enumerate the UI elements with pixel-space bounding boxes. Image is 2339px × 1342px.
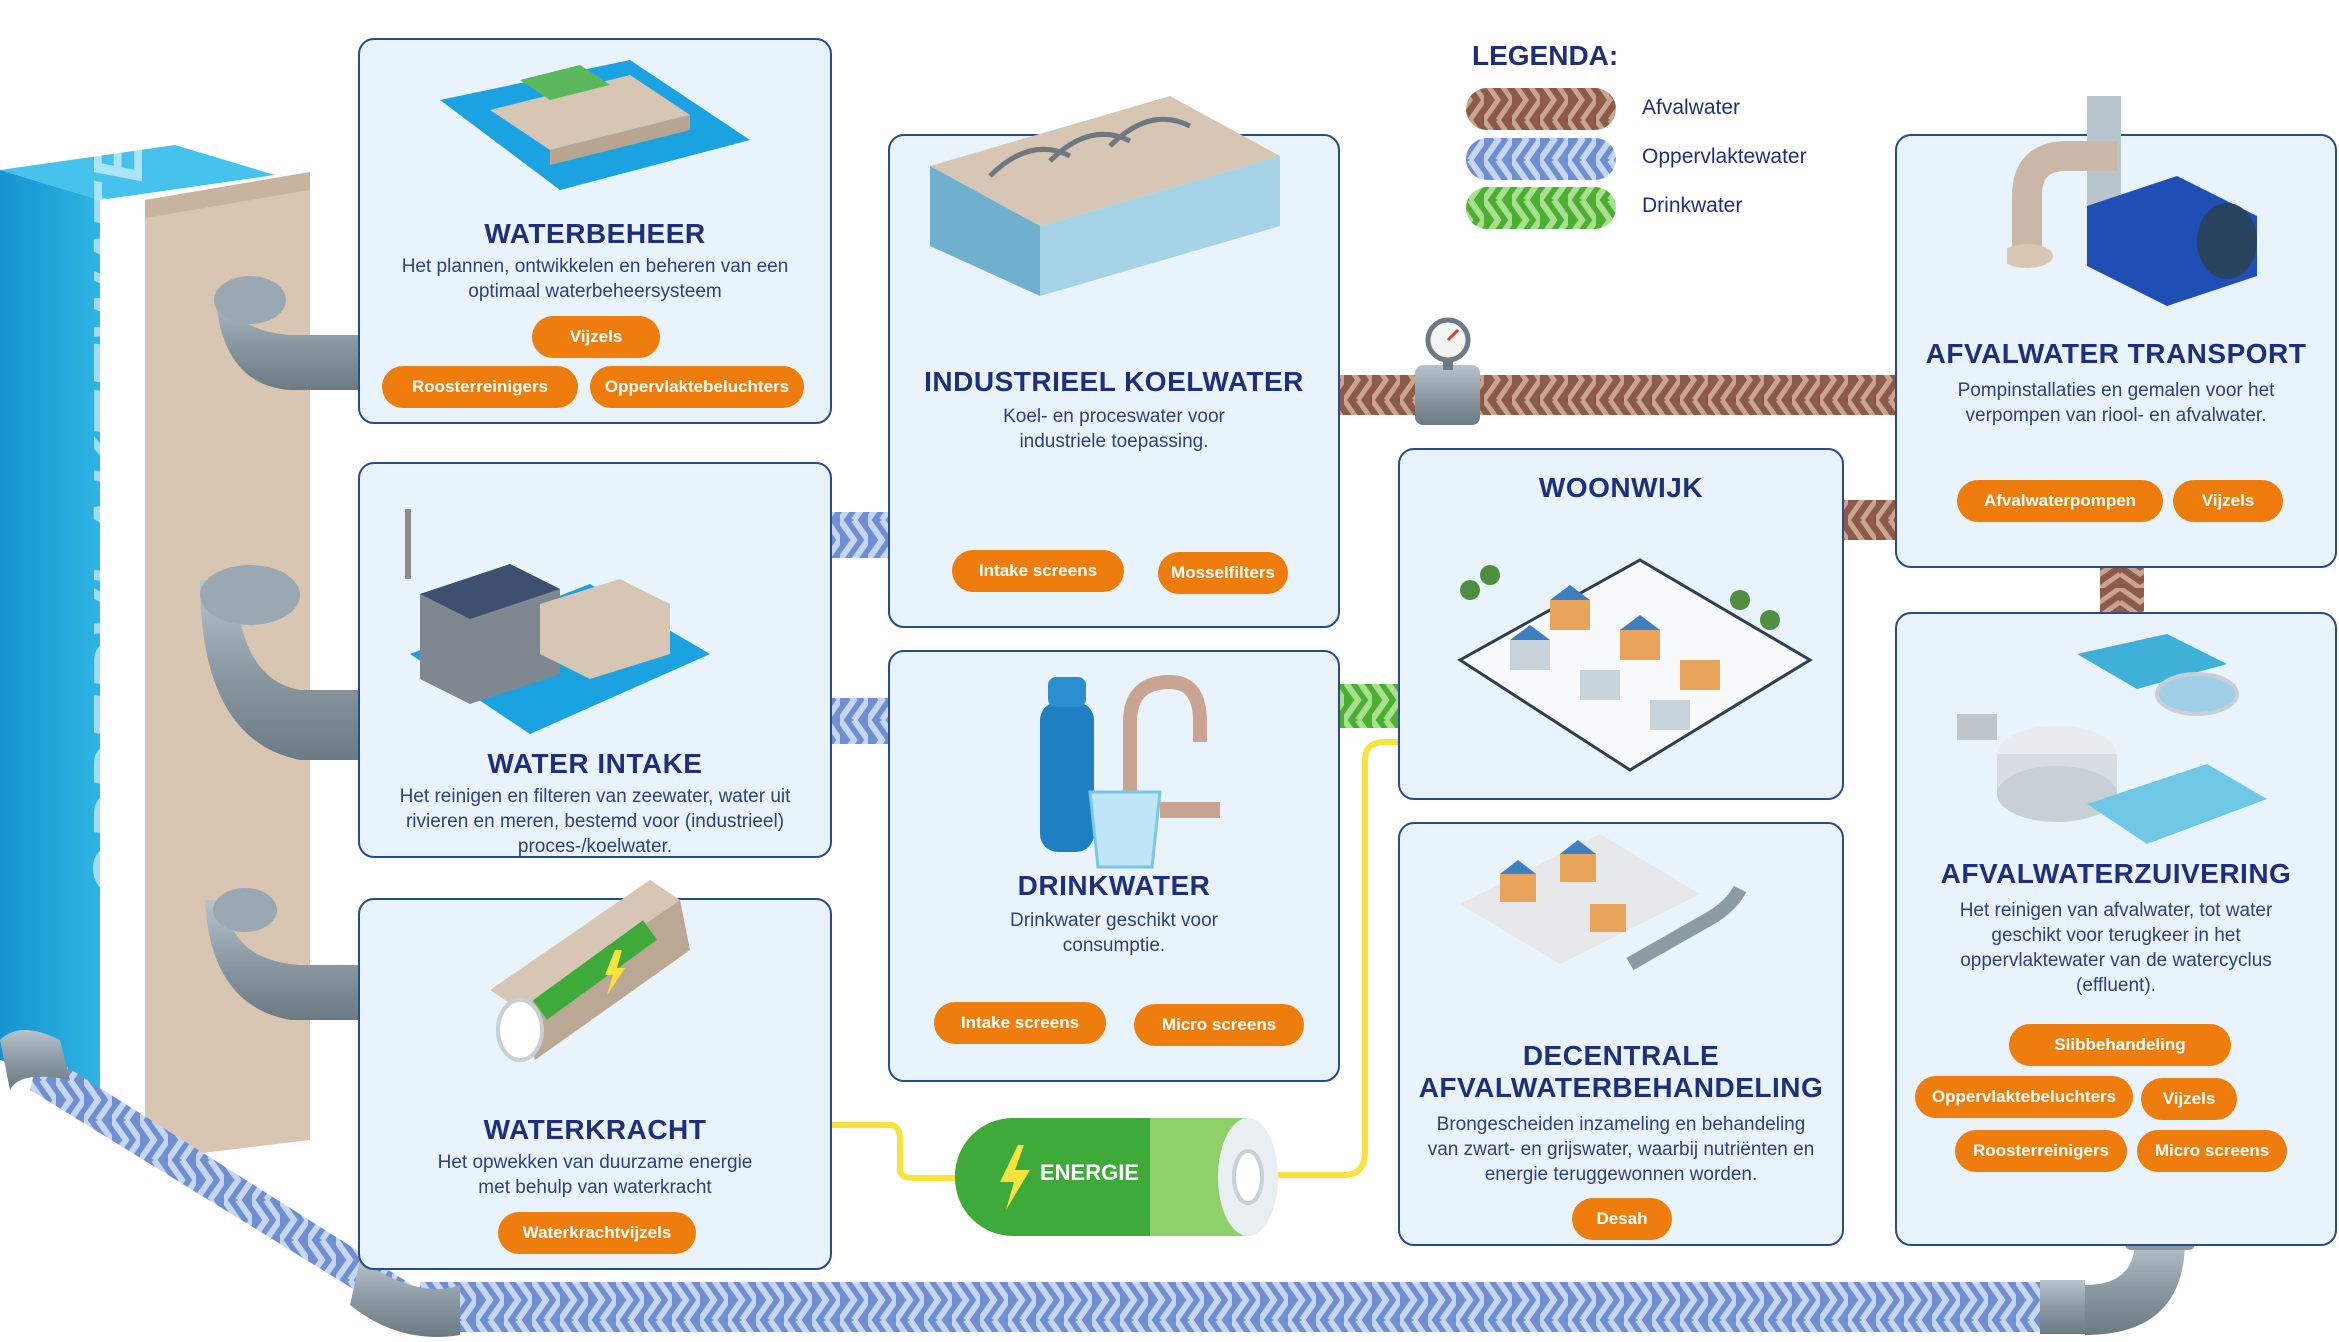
bottom-surface-water-pipe xyxy=(420,1282,2060,1332)
desc-line: Brongescheiden inzameling en behandeling xyxy=(1436,1114,1806,1135)
legend-title: LEGENDA: xyxy=(1472,40,1619,71)
waterbeheer-illustration xyxy=(440,60,750,190)
woonwijk-houses-illustration xyxy=(1457,558,1813,772)
water-intake-illustration xyxy=(405,509,710,734)
afvalwaterzuivering-desc: Het reinigen van afvalwater, tot water g… xyxy=(1917,898,2315,998)
legend-swatch-oppervlaktewater xyxy=(1466,138,1616,180)
tag-waterkrachtvijzels[interactable]: Waterkrachtvijzels xyxy=(498,1212,696,1254)
waterbeheer-title: WATERBEHEER xyxy=(484,218,706,249)
treatment-plant-illustration xyxy=(1957,634,2267,844)
decentrale-title-line-1: DECENTRALE xyxy=(1522,1040,1720,1071)
card-afvalwaterzuivering: AFVALWATERZUIVERING Het reinigen van afv… xyxy=(1895,612,2337,1246)
card-decentrale: DECENTRALE AFVALWATERBEHANDELING Bronges… xyxy=(1398,822,1844,1246)
legend-swatch-afvalwater xyxy=(1466,88,1616,130)
woonwijk-title: WOONWIJK xyxy=(1538,472,1704,503)
card-waterkracht: WATERKRACHT Het opwekken van duurzame en… xyxy=(358,880,832,1270)
card-water-intake: WATER INTAKE Het reinigen en filteren va… xyxy=(358,462,832,858)
card-industrieel-koelwater: INDUSTRIEEL KOELWATER Koel- en proceswat… xyxy=(888,96,1340,628)
tag-afvalwaterpompen[interactable]: Afvalwaterpompen xyxy=(1957,480,2163,522)
tag-micro-screens-zuivering[interactable]: Micro screens xyxy=(2137,1130,2287,1172)
desc-line: Koel- en proceswater voor xyxy=(1003,406,1225,427)
card-waterbeheer: WATERBEHEER Het plannen, ontwikkelen en … xyxy=(358,38,832,424)
decentrale-desc: Brongescheiden inzameling en behandeling… xyxy=(1420,1112,1822,1187)
desc-line: met behulp van waterkracht xyxy=(478,1177,712,1198)
legend-label-drinkwater: Drinkwater xyxy=(1642,194,1743,217)
drinkwater-title: DRINKWATER xyxy=(1017,870,1211,901)
desc-line: oppervlaktewater van de watercyclus xyxy=(1960,950,2272,971)
card-drinkwater: DRINKWATER Drinkwater geschikt voor cons… xyxy=(888,650,1340,1082)
drinkwater-desc: Drinkwater geschikt voor consumptie. xyxy=(910,908,1318,958)
tag-mosselfilters[interactable]: Mosselfilters xyxy=(1158,552,1288,594)
decentrale-illustration xyxy=(1460,834,1747,971)
drinkwater-illustration xyxy=(1040,674,1220,869)
industrieel-koelwater-desc: Koel- en proceswater voor industriele to… xyxy=(910,404,1318,454)
desc-line: geschikt voor terugkeer in het xyxy=(1991,925,2241,946)
waterkracht-screw-illustration xyxy=(490,880,690,1062)
waterkracht-title: WATERKRACHT xyxy=(483,1114,707,1145)
desc-line: Pompinstallaties en gemalen voor het xyxy=(1957,380,2275,401)
desc-line: optimaal waterbeheersysteem xyxy=(468,281,722,302)
desc-line: energie teruggewonnen worden. xyxy=(1484,1164,1758,1185)
tag-oppervlaktebeluchters-zuivering[interactable]: Oppervlaktebeluchters xyxy=(1915,1076,2133,1118)
tag-micro-screens[interactable]: Micro screens xyxy=(1134,1004,1304,1046)
desc-line: Het opwekken van duurzame energie xyxy=(437,1152,753,1173)
afvalwater-transport-title: AFVALWATER TRANSPORT xyxy=(1925,338,2307,369)
desc-line: (effluent). xyxy=(2076,975,2156,996)
cooling-tower-illustration xyxy=(930,96,1280,296)
desc-line: consumptie. xyxy=(1062,935,1166,956)
afvalwaterzuivering-title: AFVALWATERZUIVERING xyxy=(1940,858,2292,889)
tag-intake-screens-drinkwater[interactable]: Intake screens xyxy=(934,1002,1106,1044)
tag-desah[interactable]: Desah xyxy=(1572,1198,1672,1240)
card-woonwijk: WOONWIJK xyxy=(1398,448,1844,800)
desc-line: Het reinigen en filteren van zeewater, w… xyxy=(399,786,791,807)
tag-oppervlaktebeluchters[interactable]: Oppervlaktebeluchters xyxy=(590,366,804,408)
desc-line: Het reinigen van afvalwater, tot water xyxy=(1959,900,2273,921)
legend-swatch-drinkwater xyxy=(1466,187,1616,229)
tag-vijzels-transport[interactable]: Vijzels xyxy=(2173,480,2283,522)
tag-vijzels[interactable]: Vijzels xyxy=(532,316,660,358)
desc-line: industriele toepassing. xyxy=(1019,431,1209,452)
tag-intake-screens[interactable]: Intake screens xyxy=(952,550,1124,592)
waterbeheer-desc: Het plannen, ontwikkelen en beheren van … xyxy=(380,254,810,304)
waterkracht-desc: Het opwekken van duurzame energie met be… xyxy=(380,1150,810,1200)
desc-line: Drinkwater geschikt voor xyxy=(1009,910,1219,931)
side-label-oppervlaktewater: OPPERVLAKTEWATER xyxy=(79,79,157,900)
energy-label: ENERGIE xyxy=(1040,1160,1140,1185)
desc-line: verpompen van riool- en afvalwater. xyxy=(1965,405,2267,426)
legend-label-oppervlaktewater: Oppervlaktewater xyxy=(1642,145,1807,168)
tag-vijzels-zuivering[interactable]: Vijzels xyxy=(2141,1078,2237,1120)
afvalwater-transport-desc: Pompinstallaties en gemalen voor het ver… xyxy=(1917,378,2315,428)
card-afvalwater-transport: AFVALWATER TRANSPORT Pompinstallaties en… xyxy=(1895,96,2337,568)
water-intake-title: WATER INTAKE xyxy=(487,748,703,779)
energy-battery xyxy=(955,1118,1278,1236)
desc-line: rivieren en meren, bestemd voor (industr… xyxy=(405,811,785,832)
desc-line: van zwart- en grijswater, waarbij nutrië… xyxy=(1427,1139,1815,1160)
desc-line: Het plannen, ontwikkelen en beheren van … xyxy=(401,256,789,277)
tag-roosterreinigers-zuivering[interactable]: Roosterreinigers xyxy=(1955,1130,2127,1172)
desc-line: proces-/koelwater. xyxy=(517,836,673,857)
tag-slibbehandeling[interactable]: Slibbehandeling xyxy=(2009,1024,2231,1066)
industrieel-koelwater-title: INDUSTRIEEL KOELWATER xyxy=(924,366,1304,397)
water-intake-desc: Het reinigen en filteren van zeewater, w… xyxy=(380,784,810,859)
legend-label-afvalwater: Afvalwater xyxy=(1642,96,1741,119)
surface-water-front xyxy=(0,170,100,1090)
pump-illustration xyxy=(2007,96,2257,306)
tag-roosterreinigers[interactable]: Roosterreinigers xyxy=(382,366,578,408)
decentrale-title-line-2: AFVALWATERBEHANDELING xyxy=(1418,1072,1824,1103)
